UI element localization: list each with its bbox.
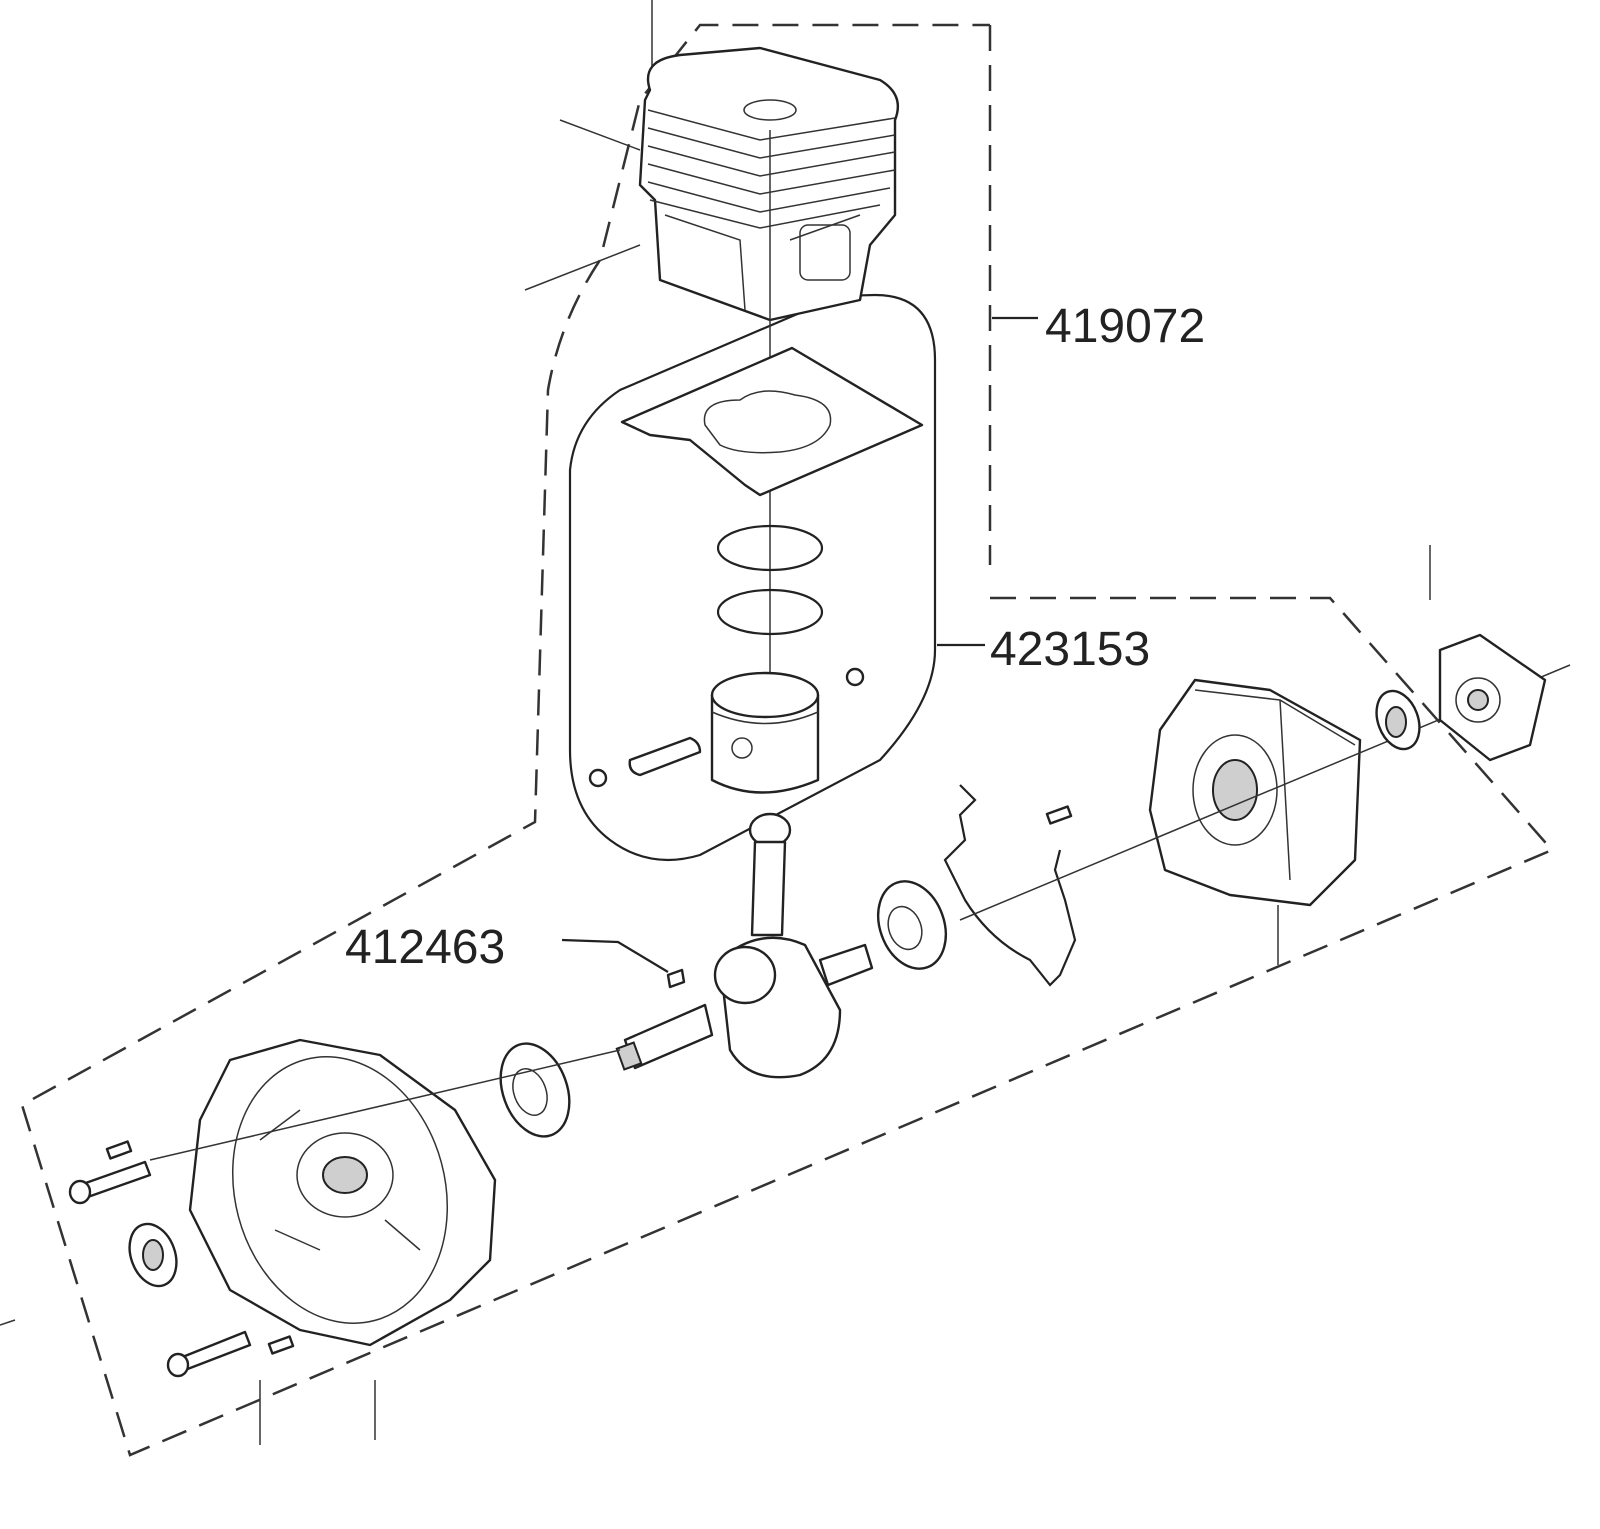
callout-423153: 423153 (990, 623, 1150, 676)
cylinder (638, 46, 900, 322)
callout-412463: 412463 (345, 921, 505, 974)
crankcase-screw (166, 1330, 252, 1378)
guide-line (524, 244, 641, 291)
piston (710, 671, 820, 794)
oil-seal (128, 1222, 178, 1288)
flywheel-cover (1438, 633, 1547, 762)
piston-pin (628, 736, 702, 777)
cylinder-gasket (620, 346, 924, 497)
kit-boundary-423153 (568, 293, 937, 862)
piston-ring (716, 588, 824, 636)
oil-seal (1375, 689, 1421, 751)
connecting-rod (748, 812, 792, 937)
dowel-pin (267, 1335, 295, 1355)
dowel-pin (1045, 805, 1073, 825)
axis-line (149, 1049, 621, 1161)
crankcase-half-left (188, 1038, 497, 1347)
dowel-pin (105, 1140, 133, 1160)
crankshaft (615, 936, 874, 1079)
crankshaft-key (666, 968, 686, 989)
kit-boundary-419072 (20, 23, 1555, 1457)
callout-419072: 419072 (1045, 300, 1205, 353)
crankcase-gasket (943, 784, 1077, 987)
crankcase-screw (68, 1160, 152, 1205)
guide-line (0, 1319, 16, 1326)
piston-ring (716, 524, 824, 572)
main-bearing (877, 880, 947, 970)
circlip (845, 667, 865, 687)
crankcase-half-right (1148, 678, 1362, 907)
circlip (588, 768, 608, 788)
main-bearing (499, 1042, 571, 1138)
leader-line-412463 (561, 938, 669, 973)
guide-line (559, 119, 641, 151)
